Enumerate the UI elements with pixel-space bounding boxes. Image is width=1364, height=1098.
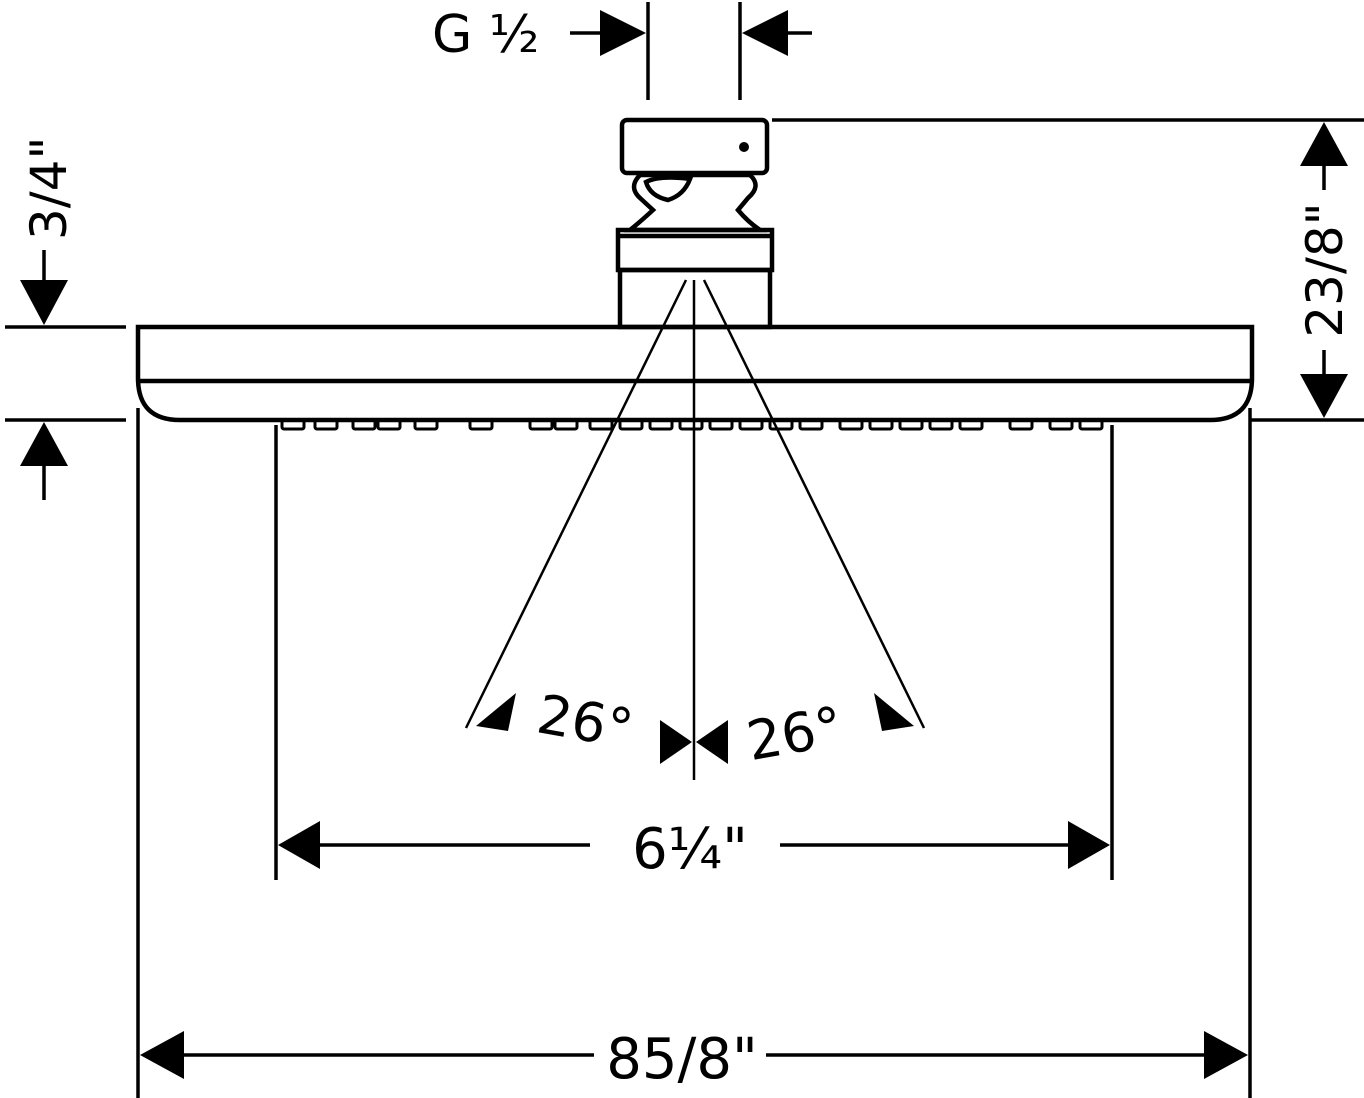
nozzle	[588, 418, 614, 431]
nozzle	[313, 418, 339, 431]
nozzle	[648, 418, 674, 431]
spray-cone-lines	[464, 279, 926, 780]
nozzle	[1078, 418, 1104, 431]
nozzle	[678, 418, 704, 431]
nozzle	[838, 418, 864, 431]
spray-width-label: 6¼"	[632, 817, 748, 882]
nozzle	[413, 418, 439, 431]
total-height-dimension: 23/8"	[772, 118, 1364, 422]
nozzle	[1008, 418, 1034, 431]
inlet-height-dimension: 3/4"	[5, 137, 126, 500]
connector-nut	[619, 117, 770, 176]
nozzle	[868, 418, 894, 431]
nozzle	[798, 418, 824, 431]
inlet-height-label: 3/4"	[20, 137, 78, 240]
spray-angle-left-label: 26°	[533, 682, 638, 761]
spray-angle-right-label: 26°	[742, 694, 847, 773]
nozzle	[768, 418, 794, 431]
nozzle	[351, 418, 377, 431]
nozzle	[738, 418, 764, 431]
ball-joint	[623, 172, 768, 233]
spray-width-dimension: 6¼"	[274, 425, 1114, 882]
nozzle	[528, 418, 554, 431]
nozzle	[553, 418, 579, 431]
overall-width-label: 85/8"	[606, 1027, 758, 1092]
nozzle	[708, 418, 734, 431]
nozzle	[376, 418, 402, 431]
nozzle	[1048, 418, 1074, 431]
nozzle	[928, 418, 954, 431]
total-height-label: 23/8"	[1296, 202, 1354, 337]
nozzle	[280, 418, 306, 431]
nozzle	[618, 418, 644, 431]
nozzle	[468, 418, 494, 431]
thread-dimension: G ½	[432, 2, 812, 100]
thread-size-label: G ½	[432, 5, 539, 65]
overall-width-dimension: 85/8"	[136, 408, 1252, 1098]
spray-nozzles	[280, 418, 1104, 431]
nozzle	[898, 418, 924, 431]
nozzle	[958, 418, 984, 431]
